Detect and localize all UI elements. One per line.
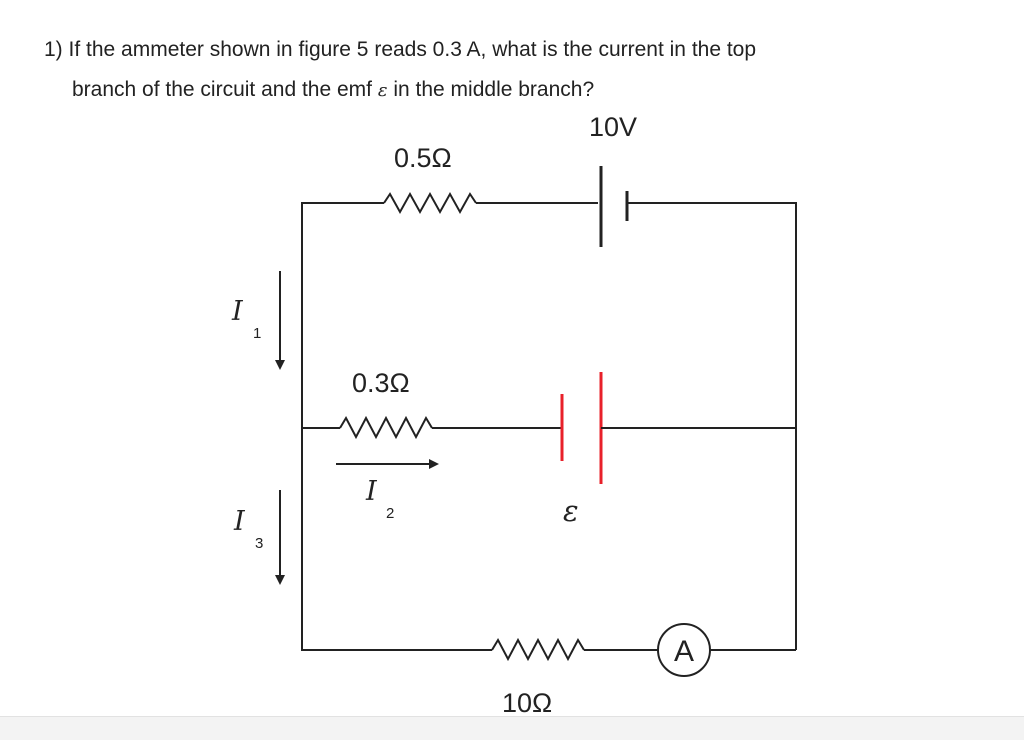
- middle-resistor: [339, 415, 433, 440]
- current-i2: I 2: [336, 459, 439, 522]
- middle-resistor-label: 0.3Ω: [352, 368, 410, 398]
- bottom-resistor: [491, 637, 585, 662]
- ammeter-label: A: [674, 635, 694, 668]
- page-footer-bar: [0, 716, 1024, 740]
- question-line-2-start: branch of the circuit and the emf: [72, 78, 378, 101]
- top-resistor-label: 0.5Ω: [394, 143, 452, 173]
- current-i2-symbol: I: [365, 476, 378, 507]
- current-i1-symbol: I: [231, 296, 244, 327]
- current-i1: I 1: [231, 271, 285, 370]
- emf-battery: [560, 372, 603, 484]
- bottom-resistor-label: 10Ω: [502, 688, 552, 718]
- emf-label: ε: [563, 494, 579, 528]
- emf-symbol-inline: ε: [377, 80, 388, 101]
- top-resistor: [383, 191, 477, 215]
- top-battery-label: 10V: [589, 112, 637, 142]
- current-i3: I 3: [233, 490, 285, 585]
- current-i3-subscript: 3: [255, 535, 263, 552]
- bottom-wire-left: [301, 428, 492, 651]
- question-line-2-end: in the middle branch?: [387, 78, 595, 101]
- top-wire-right: [627, 202, 797, 650]
- current-i2-subscript: 2: [386, 505, 394, 522]
- question-text: 1) If the ammeter shown in figure 5 read…: [44, 30, 1004, 111]
- top-wire-left: [301, 202, 384, 428]
- question-line-1: 1) If the ammeter shown in figure 5 read…: [44, 38, 757, 61]
- current-i1-subscript: 1: [253, 325, 261, 342]
- question-line-2: branch of the circuit and the emf ε in t…: [44, 70, 1004, 111]
- current-i3-symbol: I: [233, 506, 246, 537]
- top-battery: [599, 166, 629, 247]
